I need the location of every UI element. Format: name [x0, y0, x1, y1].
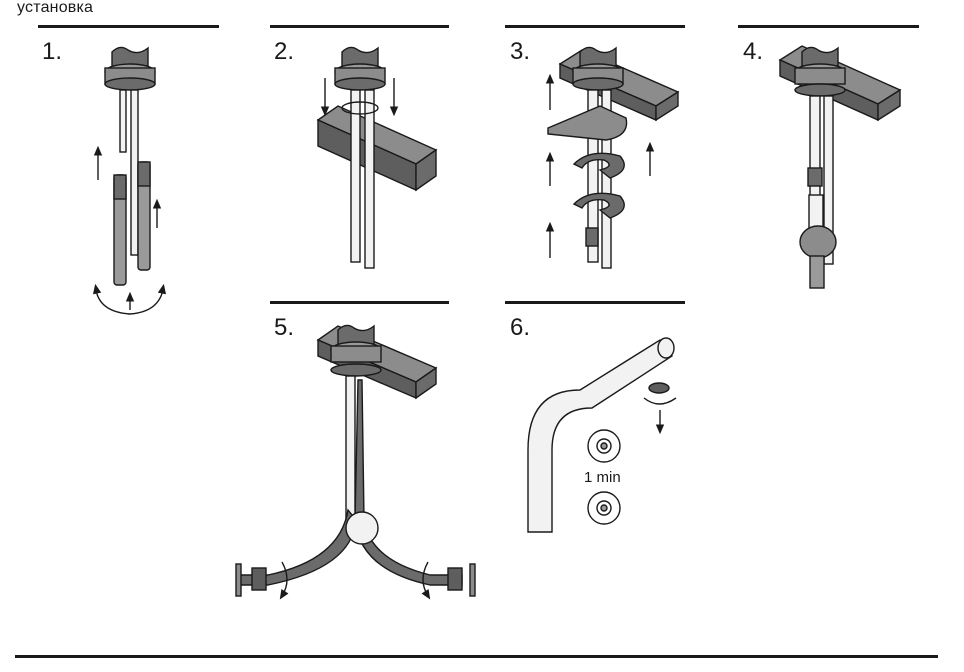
footer-rule	[15, 655, 938, 658]
aerator-icon	[587, 491, 621, 525]
section-rule-1	[38, 25, 219, 28]
section-rule-6	[505, 301, 685, 304]
step-number-5: 5.	[274, 314, 295, 341]
step-number-1: 1.	[42, 38, 63, 65]
step3-illustration	[545, 46, 680, 269]
page-title: установка	[17, 0, 94, 16]
step-number-2: 2.	[274, 38, 295, 65]
section-rule-5	[270, 301, 449, 304]
aerator-icon	[587, 429, 621, 463]
step2-illustration	[316, 46, 438, 269]
step5-illustration	[235, 324, 476, 600]
step4-illustration	[778, 45, 902, 289]
step-number-4: 4.	[743, 38, 764, 65]
step-number-6: 6.	[510, 314, 531, 341]
section-rule-4	[738, 25, 919, 28]
step6-illustration	[527, 337, 677, 533]
section-rule-3	[505, 25, 685, 28]
step6-duration-label: 1 min	[584, 469, 621, 486]
step-number-3: 3.	[510, 38, 531, 65]
section-rule-2	[270, 25, 449, 28]
step1-illustration	[92, 46, 167, 315]
